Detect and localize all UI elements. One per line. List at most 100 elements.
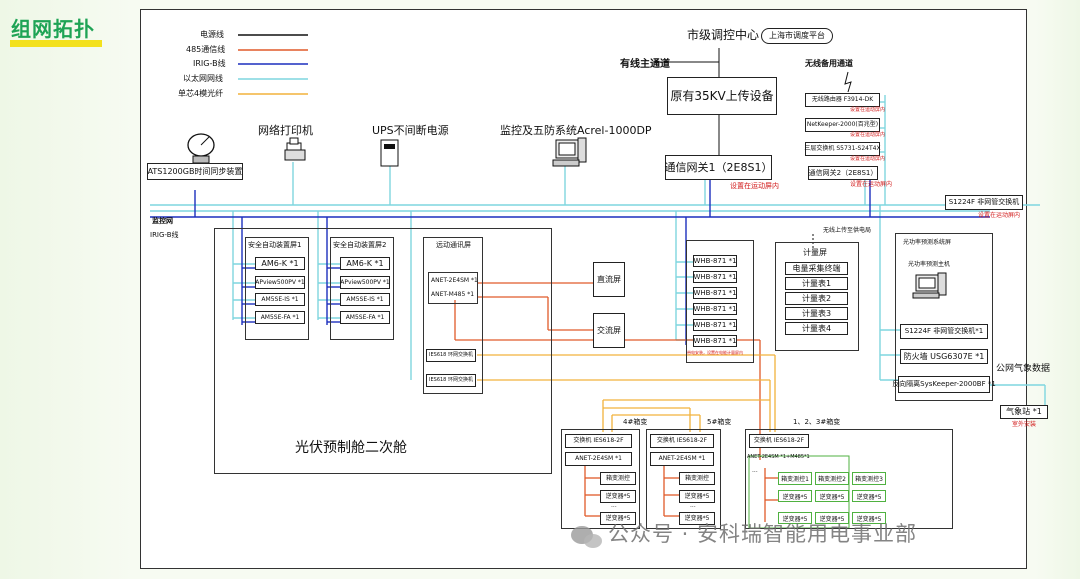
- gateway1-box: 通信网关1（2E8S1）: [665, 155, 772, 180]
- anet-2e4sm-label: ANET-2E4SM *1: [431, 277, 478, 284]
- printer-label: 网络打印机: [258, 124, 313, 137]
- metering-panel-title: 计量屏: [803, 248, 827, 257]
- box5-container: [646, 429, 721, 529]
- wireless-router-box: 无线路由器 F3914-DK: [805, 93, 880, 107]
- box5-monitor: 箱变测控: [679, 472, 715, 485]
- wireless-upload-label: 无线上传至供电局: [823, 227, 872, 234]
- isolation-box: 反向隔离SysKeeper-2000BF *1: [892, 376, 996, 393]
- box5-title: 5#箱变: [707, 418, 732, 426]
- panel2-item: APview500PV *1: [340, 276, 390, 289]
- box123-inverter: 逆变器*5: [815, 490, 849, 502]
- box4-dots: ···: [611, 504, 617, 511]
- box4-container: [561, 429, 640, 529]
- gateway2-box: 通信网关2（2E8S1）: [808, 166, 878, 180]
- forecast-switch-box: S1224F 非网管交换机*1: [900, 324, 988, 339]
- box123-monitor: 箱变测控1: [778, 472, 812, 485]
- meter-item: 计量表1: [785, 277, 848, 290]
- legend-fiber-label: 单芯4模光纤: [178, 89, 224, 98]
- safety-panel-2-title: 安全自动装置屏2: [333, 241, 387, 249]
- cabin-name: 光伏预制舱二次舱: [295, 440, 407, 456]
- box5-inverter: 逆变器*5: [679, 490, 715, 503]
- panel1-item: AM5SE-IS *1: [255, 293, 305, 306]
- ats-sync-box: ATS1200GB时间同步装置: [147, 163, 243, 180]
- weather-station-note: 室外安装: [1012, 421, 1037, 428]
- box4-inverter: 逆变器*5: [600, 512, 636, 525]
- whb-meter: WHB-871 *1: [693, 303, 737, 315]
- whb-meter: WHB-871 *1: [693, 335, 737, 347]
- box123-inverter: 逆变器*5: [815, 512, 849, 524]
- box5-inverter: 逆变器*5: [679, 512, 715, 525]
- box5-dots: ···: [690, 504, 696, 511]
- box4-inverter: 逆变器*5: [600, 490, 636, 503]
- panel2-item: AM6-K *1: [340, 257, 390, 270]
- panel1-item: AM5SE-FA *1: [255, 311, 305, 324]
- gateway1-note: 设置在运动屏内: [730, 182, 779, 190]
- box123-inverter: 逆变器*5: [852, 512, 886, 524]
- dispatch-center-label: 市级调控中心: [687, 28, 760, 42]
- box5-switch: 交换机 IES618-2F: [650, 434, 714, 448]
- box4-title: 4#箱变: [623, 418, 648, 426]
- legend-ethernet-label: 以太网网线: [183, 74, 223, 83]
- firewall-box: 防火墙 USG6307E *1: [900, 349, 988, 364]
- legend-power-label: 电源线: [200, 30, 224, 39]
- meter-note: 带电安装，设置在电能计量屏内: [687, 350, 743, 355]
- box123-inverter: 逆变器*5: [852, 490, 886, 502]
- box123-inverter: 逆变器*5: [778, 512, 812, 524]
- box123-dots: ···: [752, 469, 758, 476]
- wireless-channel-label: 无线备用通道: [805, 59, 853, 68]
- watermark-text: 公众号 · 安科瑞智能用电事业部: [608, 522, 918, 546]
- box4-switch: 交换机 IES618-2F: [565, 434, 632, 448]
- l3-switch-note: 设置在运动屏内: [850, 156, 886, 162]
- panel2-item: AM5SE-IS *1: [340, 293, 390, 306]
- main-switch-box: S1224F 非网管交换机: [945, 195, 1023, 210]
- whb-meter: WHB-871 *1: [693, 287, 737, 299]
- netkeeper-note: 设置在运动屏内: [850, 132, 886, 138]
- meter-item: 计量表3: [785, 307, 848, 320]
- irigb-side-label: IRIG-B线: [150, 231, 179, 239]
- forecast-panel-title: 光功率预测系统屏: [903, 239, 952, 246]
- safety-panel-2: [330, 237, 394, 340]
- telecom-anet-group: [428, 272, 478, 304]
- safety-panel-1: [245, 237, 309, 340]
- whb-meter: WHB-871 *1: [693, 271, 737, 283]
- upload-device-box: 原有35KV上传设备: [667, 77, 777, 115]
- box123-monitor: 箱变测控3: [852, 472, 886, 485]
- safety-panel-1-title: 安全自动装置屏1: [248, 241, 302, 249]
- box5-anet: ANET-2E4SM *1: [650, 452, 714, 466]
- box123-monitor: 箱变测控2: [815, 472, 849, 485]
- legend-irigb-label: IRIG-B线: [193, 59, 226, 68]
- box123-title: 1、2、3#箱变: [793, 418, 841, 426]
- anet-m485-label: ANET-M485 *1: [431, 291, 475, 298]
- panel1-item: APview500PV *1: [255, 276, 305, 289]
- whb-meter: WHB-871 *1: [693, 319, 737, 331]
- main-switch-note: 设置在运动屏内: [978, 212, 1021, 219]
- box123-switch: 交换机 IES618-2F: [749, 434, 809, 448]
- panel2-item: AM5SE-FA *1: [340, 311, 390, 324]
- slide-title: 组网拓扑: [11, 17, 95, 41]
- box123-anet: ANET-2E4SM *1+M485*1: [747, 454, 810, 460]
- panel1-item: AM6-K *1: [255, 257, 305, 270]
- meter-item: 计量表4: [785, 322, 848, 335]
- l3-switch-box: 三层交换机 S5731-S24T4X: [804, 142, 881, 156]
- netkeeper-box: NetKeeper-2000(百兆型): [805, 118, 880, 132]
- metering-panel: [775, 242, 859, 351]
- telecom-panel-title: 远动通讯屏: [436, 241, 471, 249]
- weather-station-box: 气象站 *1: [1000, 405, 1048, 419]
- dispatch-platform-box: 上海市调度平台: [761, 28, 833, 44]
- router-note: 设置在运动屏内: [850, 107, 886, 113]
- public-weather-label: 公网气象数据: [996, 364, 1051, 374]
- whb-meter: WHB-871 *1: [693, 255, 737, 267]
- box4-monitor: 箱变测控: [600, 472, 636, 485]
- wired-channel-label: 有线主通道: [620, 59, 670, 70]
- meter-item: 计量表2: [785, 292, 848, 305]
- telecom-panel: [423, 237, 483, 394]
- legend-485-label: 485通信线: [186, 45, 226, 54]
- meter-panel: [686, 240, 754, 363]
- box123-container: [745, 429, 953, 529]
- monitor-system-label: 监控及五防系统Acrel-1000DP: [500, 124, 652, 137]
- box4-anet: ANET-2E4SM *1: [565, 452, 632, 466]
- meter-collector: 电量采集终端: [785, 262, 848, 275]
- dc-panel-box: 直流屏: [593, 262, 625, 297]
- title-underline: [10, 40, 102, 47]
- forecast-panel: [895, 233, 993, 401]
